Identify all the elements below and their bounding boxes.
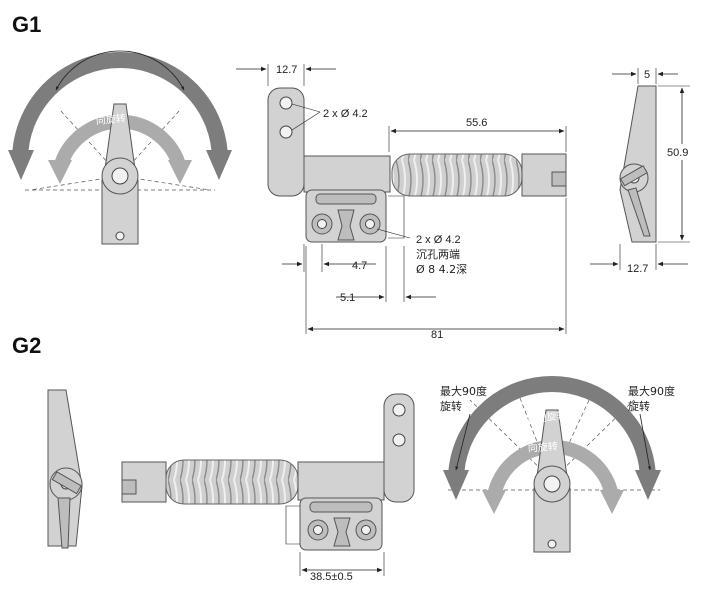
g2-side-view [47, 389, 83, 549]
arrow-head-icon [635, 470, 661, 500]
arrow-head-icon [443, 470, 469, 500]
section-label-g2: G2 [12, 333, 41, 358]
section-label-g1: G1 [12, 12, 41, 37]
g1-front-view: 12.7 2 x Ø 4.2 55.6 2 x Ø 4.2 沉孔两端 Ø 8 4… [236, 64, 567, 341]
g2-arc-inner-label: 向旋转 [527, 440, 558, 455]
g1-side-dim-bottom: 12.7 [627, 263, 648, 275]
g1-dim-4-7: 4.7 [352, 260, 367, 272]
g1-side-dim-height: 50.9 [667, 147, 688, 159]
g1-side-dim-top: 5 [644, 69, 650, 81]
g2-max-left-line1: 最大90度 [440, 384, 487, 398]
g2-rotation-diagram: 反向旋转 向旋转 最大90度 旋转 最大90度 旋转 [440, 376, 675, 553]
g1-arc-inner-label: 向旋转 [95, 112, 126, 128]
g1-arc-outer-label: 反向旋转 [94, 82, 135, 100]
arrow-head-icon [8, 150, 34, 180]
g1-dim-holes-bottom-2: 沉孔两端 [416, 248, 460, 261]
g1-dim-81: 81 [431, 329, 443, 341]
g1-dim-top-width: 12.7 [276, 64, 297, 76]
g1-dim-spring: 55.6 [466, 117, 487, 129]
g1-dim-5-1: 5.1 [340, 292, 355, 304]
g2-outer-rotation-arrow [448, 376, 656, 481]
g2-max-right-line2: 旋转 [628, 399, 650, 413]
arrow-head-icon [600, 490, 624, 514]
g1-dim-holes-bottom-3: Ø 8 4.2深 [416, 263, 467, 276]
g1-spring [391, 153, 523, 197]
g1-dim-holes-top: 2 x Ø 4.2 [323, 108, 368, 120]
g2-dim-38-5: 38.5±0.5 [310, 571, 353, 583]
g2-arc-outer-label: 反向旋转 [526, 408, 567, 425]
g2-max-left-line2: 旋转 [440, 399, 462, 413]
g1-rotation-diagram: 反向旋转 向旋转 [8, 50, 232, 245]
g1-side-view: 5 50.9 12.7 [590, 68, 700, 275]
g2-max-right-line1: 最大90度 [628, 384, 675, 398]
arrow-head-icon [48, 160, 72, 184]
g1-dim-holes-bottom-1: 2 x Ø 4.2 [416, 234, 461, 246]
arrow-head-icon [168, 160, 192, 184]
arrow-head-icon [206, 150, 232, 180]
g2-front-view: 38.5±0.5 [121, 393, 415, 583]
g2-spring [165, 459, 299, 505]
g1-outer-rotation-arrow [12, 52, 228, 161]
arrow-head-icon [482, 490, 506, 514]
